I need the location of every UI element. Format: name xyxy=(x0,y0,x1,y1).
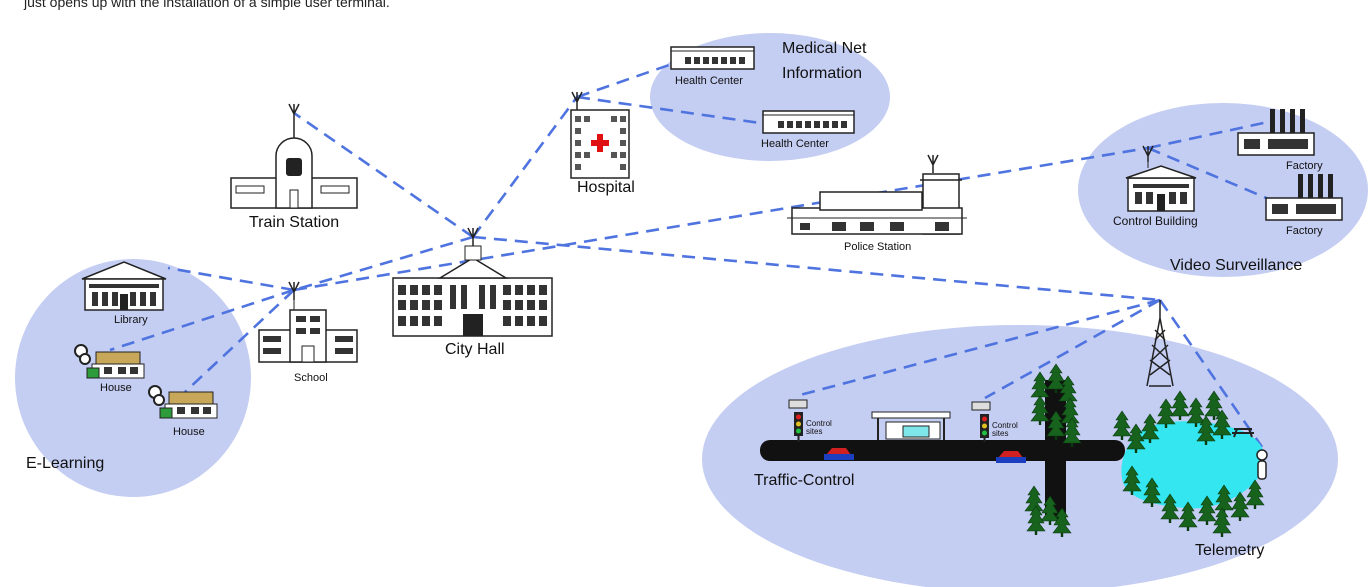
hospital-label: Hospital xyxy=(577,179,635,196)
car-icon xyxy=(824,448,854,460)
library-label: Library xyxy=(114,314,148,326)
health-center-icon xyxy=(670,46,755,70)
bus-stop-icon xyxy=(871,411,951,440)
health-center-1-label: Health Center xyxy=(675,75,743,87)
wireless-links xyxy=(109,62,1284,448)
e-learning-region-label: E-Learning xyxy=(26,455,104,472)
house-1-label: House xyxy=(100,382,132,394)
car-icon xyxy=(996,451,1026,463)
school-icon xyxy=(258,300,358,363)
telemetry-tower-icon xyxy=(1146,300,1174,387)
traffic-light-icon xyxy=(971,401,991,442)
health-center-2-label: Health Center xyxy=(761,138,829,150)
house-icon xyxy=(74,344,145,379)
factory-2-label: Factory xyxy=(1286,225,1323,237)
bench-icon xyxy=(1232,428,1254,438)
city-hall-label: City Hall xyxy=(445,341,505,358)
factory-icon xyxy=(1237,109,1315,156)
factory-icon xyxy=(1265,174,1343,221)
hospital-icon xyxy=(570,109,630,179)
factory-1-label: Factory xyxy=(1286,160,1323,172)
train-station-icon xyxy=(230,124,358,209)
city-hall-icon xyxy=(392,238,553,337)
house-2-label: House xyxy=(173,426,205,438)
video-surveillance-region xyxy=(1078,103,1368,277)
telemetry-sensor-icon xyxy=(1256,449,1268,480)
control-building-icon xyxy=(1125,162,1197,212)
train-station-label: Train Station xyxy=(249,214,339,231)
police-station-label: Police Station xyxy=(844,241,911,253)
traffic-light-icon xyxy=(788,399,808,442)
house-icon xyxy=(148,385,218,419)
library-icon xyxy=(81,261,167,311)
traffic-control-label: Traffic-Control xyxy=(754,472,854,489)
control-building-label: Control Building xyxy=(1113,214,1198,228)
police-station-icon xyxy=(787,173,967,235)
caption-text: just opens up with the installation of a… xyxy=(24,0,390,10)
school-label: School xyxy=(294,372,328,384)
telemetry-label: Telemetry xyxy=(1195,542,1264,559)
video-surveillance-label: Video Surveillance xyxy=(1170,257,1302,274)
health-center-icon xyxy=(762,110,855,134)
